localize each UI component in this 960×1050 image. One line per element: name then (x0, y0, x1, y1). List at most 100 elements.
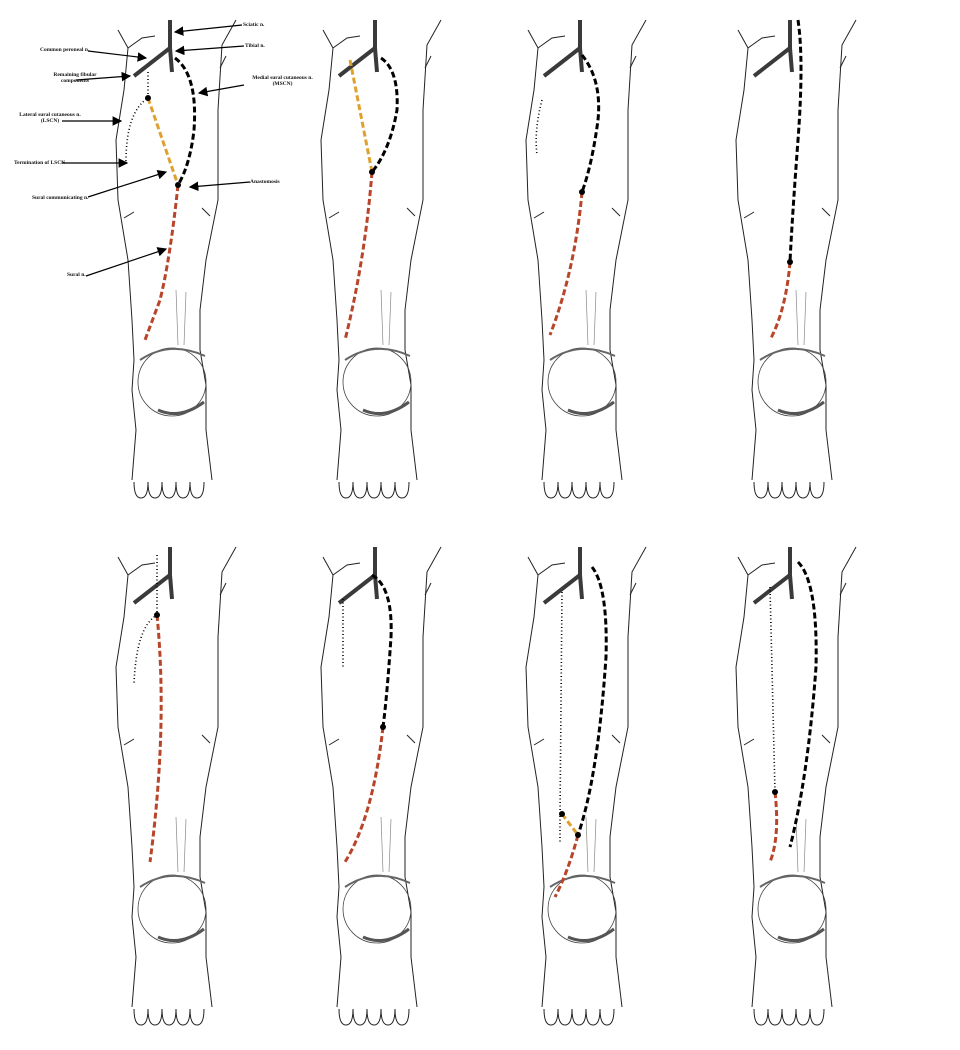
leg-outline (525, 556, 547, 1008)
leg-outline (609, 546, 647, 1008)
toe (767, 481, 783, 499)
lscn-path (769, 586, 776, 793)
sural-communicating-path (348, 59, 374, 173)
toe (366, 481, 382, 499)
leg-outline (611, 207, 621, 217)
leg-panel-3 (525, 19, 647, 499)
ankle-shading (759, 874, 826, 888)
junction-dot (145, 95, 151, 101)
ankle-shading (139, 874, 206, 888)
leg-outline (320, 29, 342, 481)
junction-dot (575, 832, 581, 838)
label-line: Lateral sural cutaneous n. (19, 112, 81, 118)
leg-outline (127, 35, 156, 49)
heel-shading (567, 400, 615, 416)
leg-outline (332, 562, 361, 576)
toe (599, 1008, 615, 1026)
annotation-arrow (87, 169, 168, 198)
leg-outline (611, 734, 621, 744)
leg-outline (533, 738, 545, 746)
sural-nerve-path (768, 791, 779, 863)
leg-outline (735, 556, 757, 1008)
leg-outline (199, 546, 237, 1008)
toe (557, 481, 573, 499)
label-tibial: Tibial n. (245, 43, 265, 49)
leg-outline (123, 738, 135, 746)
leg-outline (320, 556, 342, 1008)
toe (175, 481, 191, 499)
leg-outline (821, 734, 831, 744)
toe (571, 481, 587, 499)
ankle-shading (139, 347, 206, 361)
toe (147, 481, 163, 499)
leg-outline (404, 546, 442, 1008)
toe (767, 1008, 783, 1026)
lscn-path (559, 591, 563, 842)
leg-outline (629, 582, 637, 596)
leg-outline (424, 582, 432, 596)
junction-dot (175, 182, 181, 188)
label-termination-lscn: Termination of LSCN (14, 160, 66, 166)
toe (781, 481, 797, 499)
sural-nerve-path (553, 834, 580, 898)
label-line: (MSCN) (272, 81, 293, 87)
ankle-shading (549, 874, 616, 888)
leg-outline (123, 211, 135, 219)
heel-shading (157, 927, 205, 943)
junction-dot (154, 612, 160, 618)
lscn-path (133, 555, 158, 686)
toe (161, 481, 177, 499)
leg-outline (404, 19, 442, 481)
label-line: components (60, 78, 90, 84)
sural-communicating-path (146, 97, 180, 186)
leg-outline (537, 35, 566, 49)
leg-outline (743, 211, 755, 219)
leg-outline (839, 55, 847, 69)
junction-dot (380, 724, 386, 730)
sciatic-nerve-trunk (132, 547, 174, 605)
annotation-arrow (173, 24, 243, 36)
label-sural-communicating: Sural communicating n. (32, 195, 89, 201)
heel-shading (362, 400, 410, 416)
toe (352, 481, 368, 499)
leg-outline (839, 582, 847, 596)
lscn-path (535, 99, 543, 156)
leg-panel-8 (735, 546, 857, 1026)
mscn-path (580, 54, 601, 193)
toe (394, 481, 410, 499)
toe (394, 1008, 410, 1026)
annotation-arrow (188, 181, 251, 192)
junction-dot (369, 169, 375, 175)
toe (380, 1008, 396, 1026)
ankle-shading (759, 347, 826, 361)
toe (585, 1008, 601, 1026)
toe (189, 1008, 205, 1026)
leg-outline (406, 734, 416, 744)
tendon-lines (585, 289, 597, 346)
annotation-arrow (87, 50, 148, 62)
leg-panel-6 (320, 546, 442, 1026)
toe (366, 1008, 382, 1026)
junction-dot (787, 259, 793, 265)
leg-panel-5 (115, 546, 237, 1026)
ankle-shading (549, 347, 616, 361)
annotation-arrow (85, 247, 168, 277)
toe (599, 481, 615, 499)
tendon-lines (795, 289, 807, 346)
label-sural: Sural n. (67, 272, 86, 278)
leg-outline (201, 734, 211, 744)
sural-nerve-path (548, 191, 584, 336)
leg-outline (747, 562, 776, 576)
leg-outline (537, 562, 566, 576)
leg-panel-2 (320, 19, 442, 499)
toe (161, 1008, 177, 1026)
toe (795, 1008, 811, 1026)
label-line: Remaining fibular (53, 72, 97, 78)
sciatic-nerve-trunk (752, 547, 794, 605)
toe (352, 1008, 368, 1026)
label-anastomosis: Anastomosis (250, 179, 280, 185)
tendon-lines (380, 816, 392, 873)
sural-nerve-path (343, 171, 374, 341)
toe (380, 481, 396, 499)
